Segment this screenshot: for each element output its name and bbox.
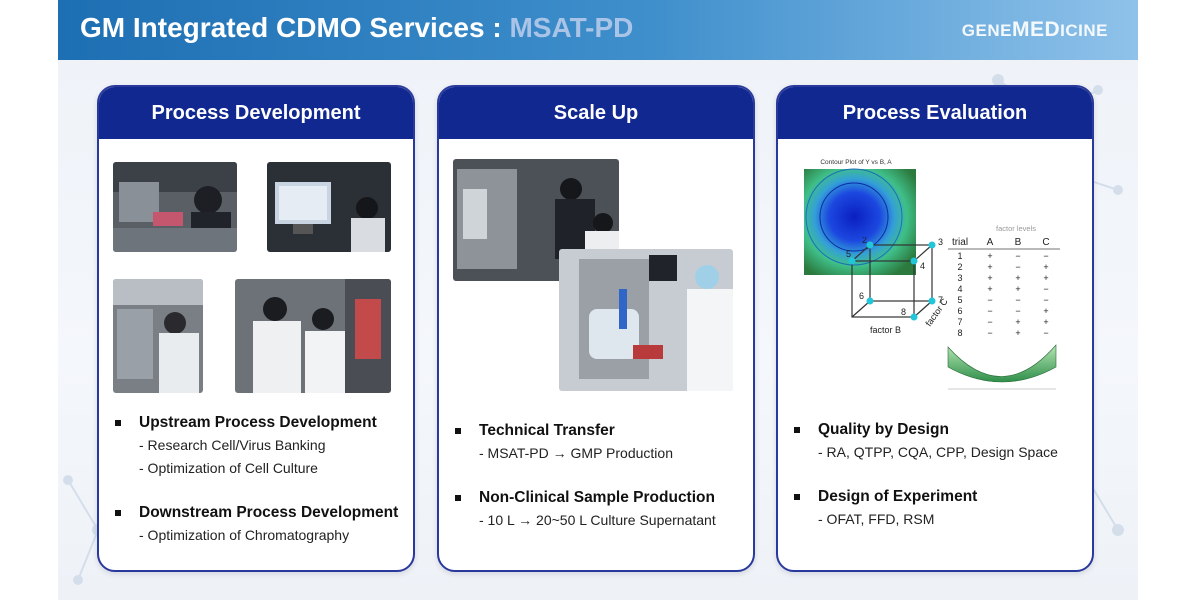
table-header-cell: A (987, 237, 994, 248)
table-cell: − (1015, 262, 1020, 272)
bullet-square-icon (455, 495, 461, 501)
table-cell: 7 (957, 317, 962, 327)
factor-table-caption: factor levels (996, 224, 1036, 233)
cube-axis-b-label: factor B (870, 325, 901, 335)
bullet-square-icon (115, 420, 121, 426)
table-cell: + (987, 273, 992, 283)
factorial-cube-diagram: 2 3 4 5 6 7 8 factor B factor C (840, 237, 956, 339)
table-cell: 8 (957, 328, 962, 338)
bullet-heading: Non-Clinical Sample Production (455, 487, 747, 509)
table-cell: − (1043, 295, 1048, 305)
lab-photo-computer (267, 162, 391, 252)
response-surface-plot (942, 337, 1062, 393)
table-cell: − (1015, 251, 1020, 261)
bullet-heading-text: Quality by Design (818, 421, 949, 438)
table-cell: + (1043, 317, 1048, 327)
table-cell: 5 (957, 295, 962, 305)
table-cell: 4 (957, 284, 962, 294)
title-accent: MSAT-PD (509, 12, 634, 43)
cube-corner-label: 8 (901, 307, 906, 317)
table-cell: + (1015, 328, 1020, 338)
bullet-subitem: - MSAT-PD → GMP Production (479, 445, 673, 461)
bullet-heading: Technical Transfer (455, 420, 747, 442)
bullet-list: Upstream Process Development - Research … (115, 412, 407, 547)
cube-corner-label: 6 (859, 291, 864, 301)
table-cell: − (1043, 251, 1048, 261)
table-cell: − (987, 306, 992, 316)
table-cell: + (987, 284, 992, 294)
bullet-subitem: - Research Cell/Virus Banking (139, 437, 326, 453)
table-header-cell: C (1042, 237, 1049, 248)
table-cell: 2 (957, 262, 962, 272)
bullet-list: Technical Transfer - MSAT-PD → GMP Produ… (455, 420, 747, 532)
contour-plot: Contour Plot of Y vs B, A (788, 155, 924, 285)
bullet-subitem: - RA, QTPP, CQA, CPP, Design Space (818, 444, 1058, 460)
panel-title: Process Development (99, 87, 413, 139)
cube-corner-label: 4 (920, 261, 925, 271)
table-cell: + (1015, 317, 1020, 327)
bullet-heading-text: Non-Clinical Sample Production (479, 489, 715, 506)
bullet-heading-text: Downstream Process Development (139, 504, 399, 521)
table-cell: + (1043, 262, 1048, 272)
title-bar: GM Integrated CDMO Services : MSAT-PD GE… (58, 0, 1138, 60)
panel-title: Process Evaluation (778, 87, 1092, 139)
logo-mid: MED (1011, 18, 1061, 41)
table-cell: 3 (957, 273, 962, 283)
title-main: GM Integrated CDMO Services : (80, 12, 510, 43)
slide: GM Integrated CDMO Services : MSAT-PD GE… (58, 0, 1138, 600)
table-cell: + (1043, 273, 1048, 283)
table-cell: − (1043, 328, 1048, 338)
table-cell: + (1043, 306, 1048, 316)
bullet-heading-text: Upstream Process Development (139, 414, 377, 431)
table-cell: + (987, 262, 992, 272)
bullet-heading: Design of Experiment (794, 486, 1086, 508)
table-header-cell: B (1015, 237, 1022, 248)
lab-photo-bioreactor-operator (559, 249, 733, 391)
bullet-list: Quality by Design - RA, QTPP, CQA, CPP, … (794, 419, 1086, 531)
factor-level-table: factor levels trial A B C 1+−−2+−+3+++4+… (946, 221, 1062, 349)
table-header-cell: trial (952, 237, 968, 248)
panel-process-evaluation: Process Evaluation Contour Plot of Y vs … (776, 85, 1094, 572)
cube-corner-label: 5 (846, 249, 851, 259)
bullet-subitem: - 10 L → 20~50 L Culture Supernatant (479, 512, 716, 528)
slide-title: GM Integrated CDMO Services : MSAT-PD (80, 12, 633, 44)
bullet-square-icon (455, 428, 461, 434)
lab-photo-cell-culture (113, 279, 203, 393)
table-cell: − (1043, 284, 1048, 294)
company-logo: GENEMEDICINE (962, 18, 1108, 42)
bullet-subitem: - Optimization of Chromatography (139, 527, 350, 543)
table-cell: + (987, 251, 992, 261)
table-cell: + (1015, 284, 1020, 294)
bullet-heading-text: Technical Transfer (479, 422, 615, 439)
table-cell: − (1015, 295, 1020, 305)
cube-corner-label: 2 (862, 237, 867, 245)
table-cell: − (987, 317, 992, 327)
panel-process-development: Process Development (97, 85, 415, 572)
table-cell: − (1015, 306, 1020, 316)
table-cell: 1 (957, 251, 962, 261)
table-cell: − (987, 328, 992, 338)
bullet-heading: Upstream Process Development (115, 412, 407, 434)
cube-corner-label: 3 (938, 237, 943, 247)
lab-photo-upstream (113, 162, 237, 252)
logo-prefix: GENE (961, 21, 1012, 40)
bullet-square-icon (794, 494, 800, 500)
bullet-heading: Downstream Process Development (115, 502, 407, 524)
bullet-heading: Quality by Design (794, 419, 1086, 441)
bullet-square-icon (115, 510, 121, 516)
panel-scale-up: Scale Up (437, 85, 755, 572)
bullet-subitem: - Optimization of Cell Culture (139, 460, 318, 476)
contour-plot-title: Contour Plot of Y vs B, A (820, 159, 892, 166)
lab-photo-chromatography (235, 279, 391, 393)
table-cell: 6 (957, 306, 962, 316)
bullet-square-icon (794, 427, 800, 433)
logo-suffix: ICINE (1060, 21, 1108, 40)
panel-title: Scale Up (439, 87, 753, 139)
cube-corner-label: 7 (938, 295, 943, 305)
table-cell: − (987, 295, 992, 305)
table-cell: + (1015, 273, 1020, 283)
bullet-heading-text: Design of Experiment (818, 488, 978, 505)
bullet-subitem: - OFAT, FFD, RSM (818, 511, 935, 527)
